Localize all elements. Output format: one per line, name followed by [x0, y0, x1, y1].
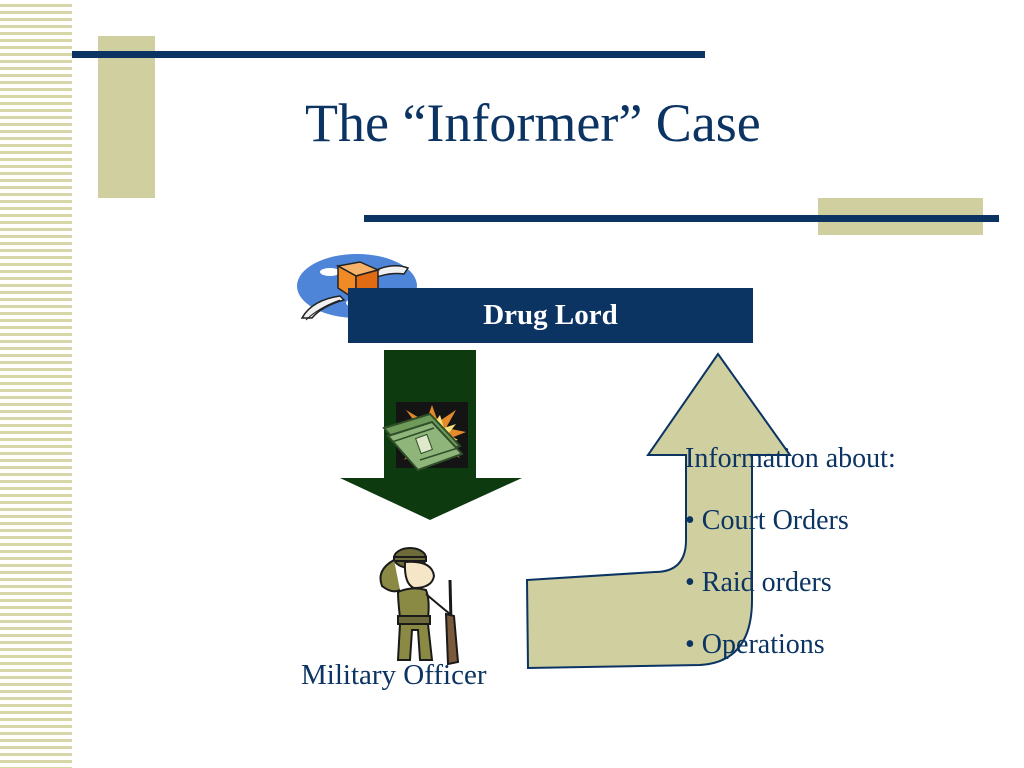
title-rule-bottom — [364, 215, 999, 222]
information-item: • Court Orders — [685, 505, 849, 536]
slide-title: The “Informer” Case — [305, 93, 761, 153]
title-rule-top — [72, 51, 705, 58]
left-stripe-decoration — [0, 0, 72, 768]
money-stack-icon — [382, 402, 468, 472]
saluting-soldier-icon — [379, 547, 460, 666]
drug-lord-box: Drug Lord — [348, 288, 753, 343]
military-officer-label: Military Officer — [301, 659, 487, 691]
flying-box-icon — [297, 254, 417, 321]
information-item: • Operations — [685, 629, 825, 660]
curved-up-arrow — [525, 352, 792, 670]
information-item: • Raid orders — [685, 567, 832, 598]
drug-lord-label: Drug Lord — [483, 299, 618, 331]
accent-block-top — [98, 36, 155, 198]
information-heading: Information about: — [685, 443, 896, 474]
information-list: Information about: • Court Orders • Raid… — [685, 428, 896, 676]
